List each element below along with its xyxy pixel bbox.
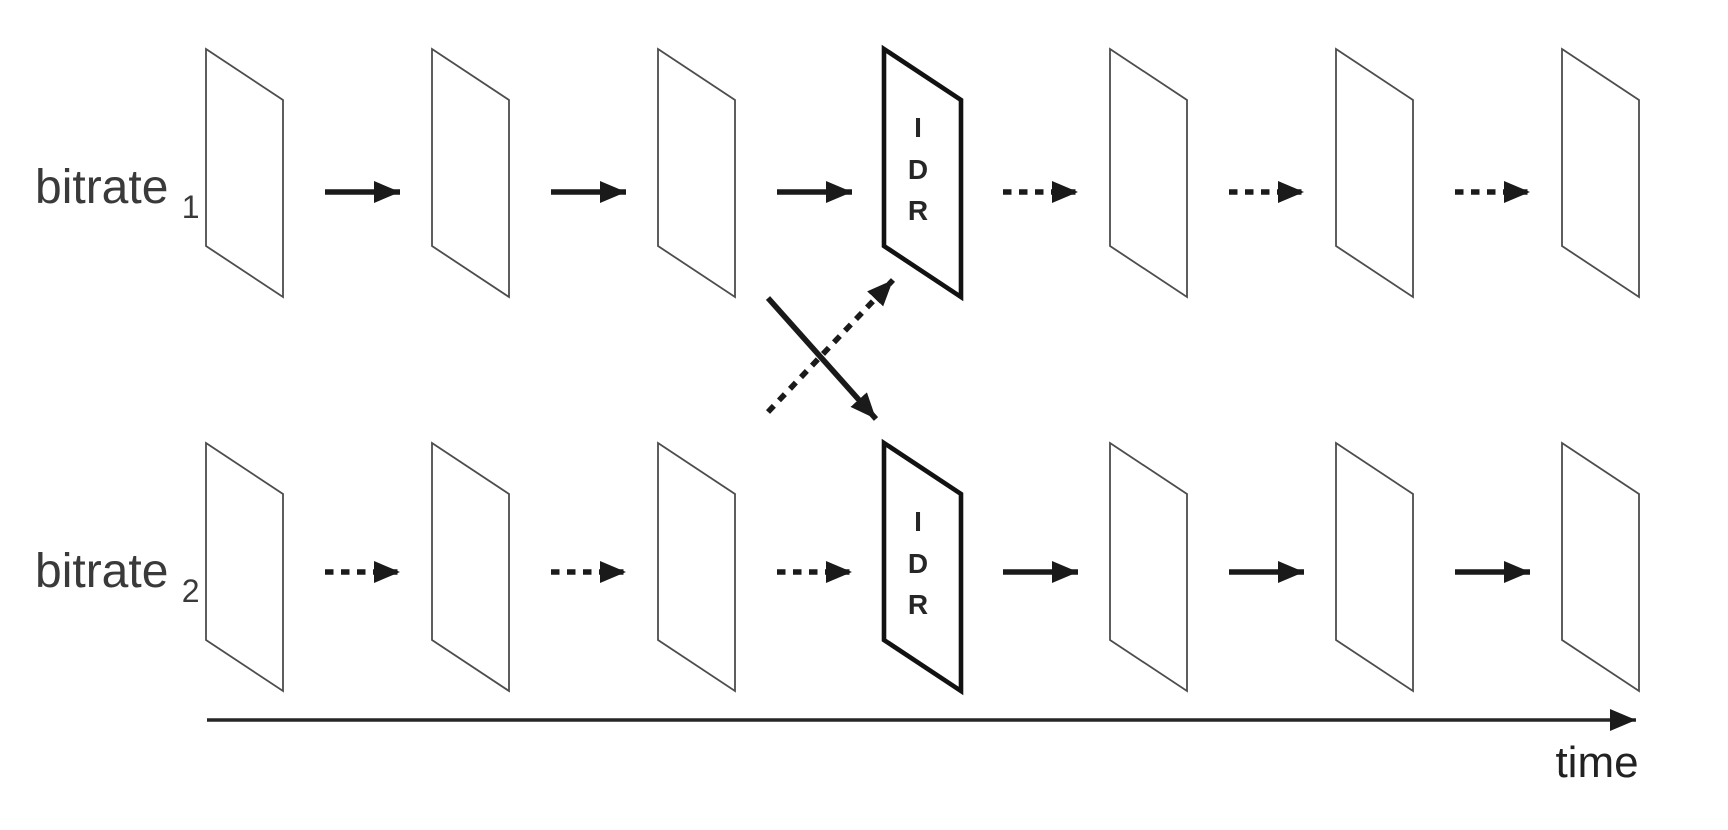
bitrate2-label-subscript: 2 xyxy=(182,573,200,609)
bitrate2-frame-5 xyxy=(1109,441,1188,693)
bitrate2-frame-3 xyxy=(657,441,736,693)
bitrate2-frame-7 xyxy=(1561,441,1640,693)
bitrate2-idr-letter-1: I xyxy=(914,506,922,537)
switch-arrow-dashed xyxy=(765,278,896,414)
bitrate1-frame-7 xyxy=(1561,47,1640,299)
bitrate2-frame-2 xyxy=(431,441,510,693)
bitrate2-frame-6 xyxy=(1335,441,1414,693)
bitrate2-frame-1 xyxy=(205,441,284,693)
bitrate1-frame-6 xyxy=(1335,47,1414,299)
bitrate1-frame-sequence xyxy=(205,44,1640,302)
bitrate1-idr-label: I D R xyxy=(908,112,928,226)
bitrate1-idr-letter-2: D xyxy=(908,154,928,185)
bitrate1-frame-3 xyxy=(657,47,736,299)
bitrate2-idr-frame xyxy=(881,438,964,696)
bitrate1-frame-1 xyxy=(205,47,284,299)
bitrate1-idr-frame xyxy=(881,44,964,302)
bitrate1-label-subscript: 1 xyxy=(182,189,200,225)
time-axis: time xyxy=(207,709,1639,787)
bitrate1-frame-5 xyxy=(1109,47,1188,299)
bitrate1-label: bitrate 1 xyxy=(35,161,200,225)
bitrate2-frame-sequence xyxy=(205,438,1640,696)
bitrate2-idr-letter-3: R xyxy=(908,589,928,620)
bitrate2-label: bitrate 2 xyxy=(35,545,200,609)
bitrate1-frame-2 xyxy=(431,47,510,299)
bitrate1-label-text: bitrate xyxy=(35,161,168,214)
bitrate1-idr-letter-3: R xyxy=(908,195,928,226)
bitrate1-idr-letter-1: I xyxy=(914,112,922,143)
bitrate2-idr-letter-2: D xyxy=(908,548,928,579)
bitrate2-idr-label: I D R xyxy=(908,506,928,620)
switch-arrow-solid xyxy=(765,296,879,421)
time-axis-label: time xyxy=(1555,738,1638,787)
stream-switch-arrows xyxy=(765,278,896,421)
bitrate2-label-text: bitrate xyxy=(35,545,168,598)
